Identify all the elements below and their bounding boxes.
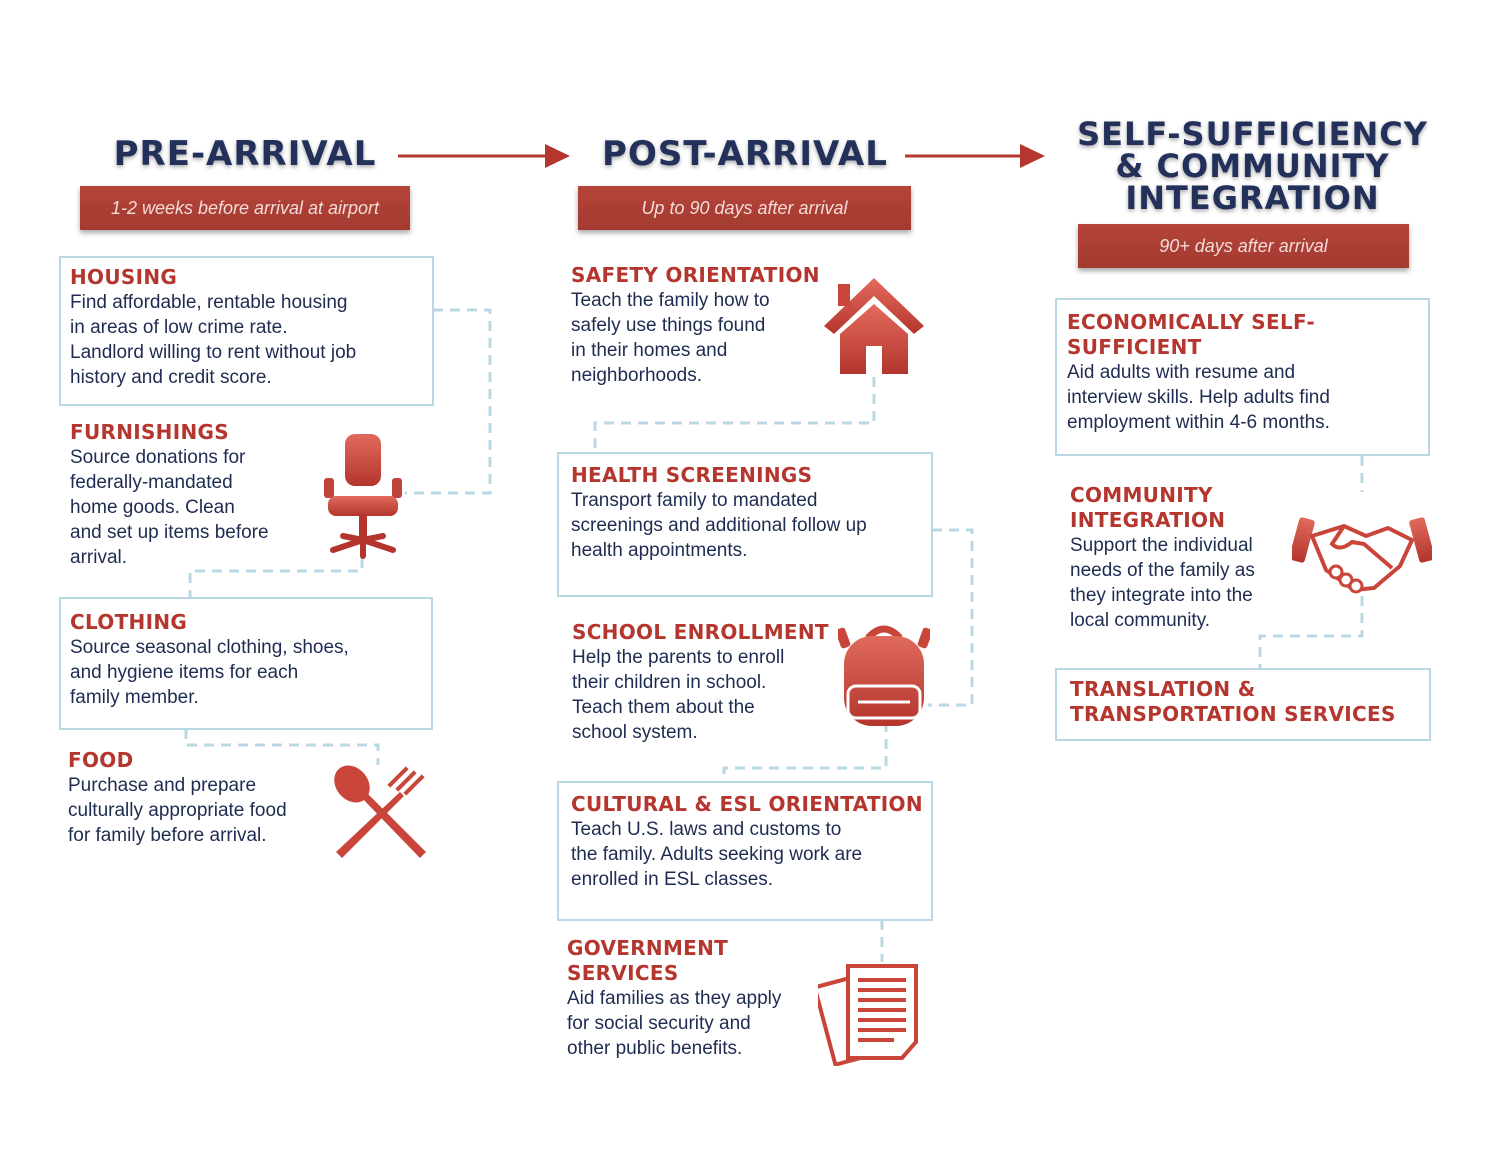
box-clothing bbox=[59, 597, 433, 730]
item-government: GOVERNMENT SERVICES Aid families as they… bbox=[567, 936, 827, 1061]
chair-icon bbox=[324, 434, 402, 559]
item-cultural: CULTURAL & ESL ORIENTATION Teach U.S. la… bbox=[571, 792, 926, 892]
banner-pre-arrival: 1-2 weeks before arrival at airport bbox=[80, 186, 410, 230]
housing-desc: Find affordable, rentable housing in are… bbox=[70, 292, 357, 388]
box-translation bbox=[1055, 668, 1431, 741]
item-housing: HOUSING Find affordable, rentable housin… bbox=[70, 265, 430, 390]
government-desc: Aid families as they apply for social se… bbox=[567, 988, 782, 1059]
item-clothing: CLOTHING Source seasonal clothing, shoes… bbox=[70, 610, 425, 710]
phase-title-pre-arrival: PRE-ARRIVAL bbox=[113, 134, 377, 174]
backpack-icon bbox=[838, 625, 930, 726]
item-furnishings: FURNISHINGS Source donations for federal… bbox=[70, 420, 320, 570]
cultural-title: CULTURAL & ESL ORIENTATION bbox=[571, 792, 923, 816]
house-icon bbox=[824, 278, 924, 374]
economic-desc: Aid adults with resume and interview ski… bbox=[1067, 362, 1330, 433]
item-community: COMMUNITY INTEGRATION Support the indivi… bbox=[1070, 483, 1295, 633]
box-health bbox=[557, 452, 933, 597]
clothing-desc: Source seasonal clothing, shoes, and hyg… bbox=[70, 637, 349, 708]
item-food: FOOD Purchase and prepare culturally app… bbox=[68, 748, 348, 848]
item-school: SCHOOL ENROLLMENT Help the parents to en… bbox=[572, 620, 842, 745]
box-economic bbox=[1055, 298, 1430, 456]
fork-spoon-icon bbox=[334, 765, 426, 858]
item-translation: TRANSLATION & TRANSPORTATION SERVICES bbox=[1070, 677, 1420, 727]
cultural-desc: Teach U.S. laws and customs to the famil… bbox=[571, 819, 863, 890]
phase-title-self-sufficiency: SELF-SUFFICIENCY & COMMUNITY INTEGRATION bbox=[1077, 115, 1428, 217]
safety-desc: Teach the family how to safely use thing… bbox=[571, 290, 770, 386]
housing-title: HOUSING bbox=[70, 265, 178, 289]
item-economic: ECONOMICALLY SELF- SUFFICIENT Aid adults… bbox=[1067, 310, 1422, 435]
banner-post-arrival: Up to 90 days after arrival bbox=[578, 186, 911, 230]
school-title: SCHOOL ENROLLMENT bbox=[572, 620, 829, 644]
economic-title: ECONOMICALLY SELF- SUFFICIENT bbox=[1067, 310, 1315, 359]
government-title: GOVERNMENT SERVICES bbox=[567, 936, 729, 985]
translation-title: TRANSLATION & TRANSPORTATION SERVICES bbox=[1070, 677, 1396, 726]
food-title: FOOD bbox=[68, 748, 134, 772]
handshake-icon bbox=[1292, 517, 1432, 594]
box-cultural bbox=[557, 781, 933, 921]
connector-health-school bbox=[928, 528, 974, 707]
food-desc: Purchase and prepare culturally appropri… bbox=[68, 775, 287, 846]
safety-title: SAFETY ORIENTATION bbox=[571, 263, 820, 287]
community-desc: Support the individual needs of the fami… bbox=[1070, 535, 1255, 631]
health-title: HEALTH SCREENINGS bbox=[571, 463, 813, 487]
banner-self-sufficiency: 90+ days after arrival bbox=[1078, 224, 1409, 268]
clothing-title: CLOTHING bbox=[70, 610, 188, 634]
furnishings-title: FURNISHINGS bbox=[70, 420, 229, 444]
community-title: COMMUNITY INTEGRATION bbox=[1070, 483, 1226, 532]
phase-title-post-arrival: POST-ARRIVAL bbox=[602, 134, 888, 174]
item-safety: SAFETY ORIENTATION Teach the family how … bbox=[571, 263, 831, 388]
health-desc: Transport family to mandated screenings … bbox=[571, 490, 867, 561]
documents-icon bbox=[818, 964, 918, 1066]
furnishings-desc: Source donations for federally-mandated … bbox=[70, 447, 269, 568]
item-health: HEALTH SCREENINGS Transport family to ma… bbox=[571, 463, 926, 563]
school-desc: Help the parents to enroll their childre… bbox=[572, 647, 785, 743]
box-housing bbox=[59, 256, 434, 406]
